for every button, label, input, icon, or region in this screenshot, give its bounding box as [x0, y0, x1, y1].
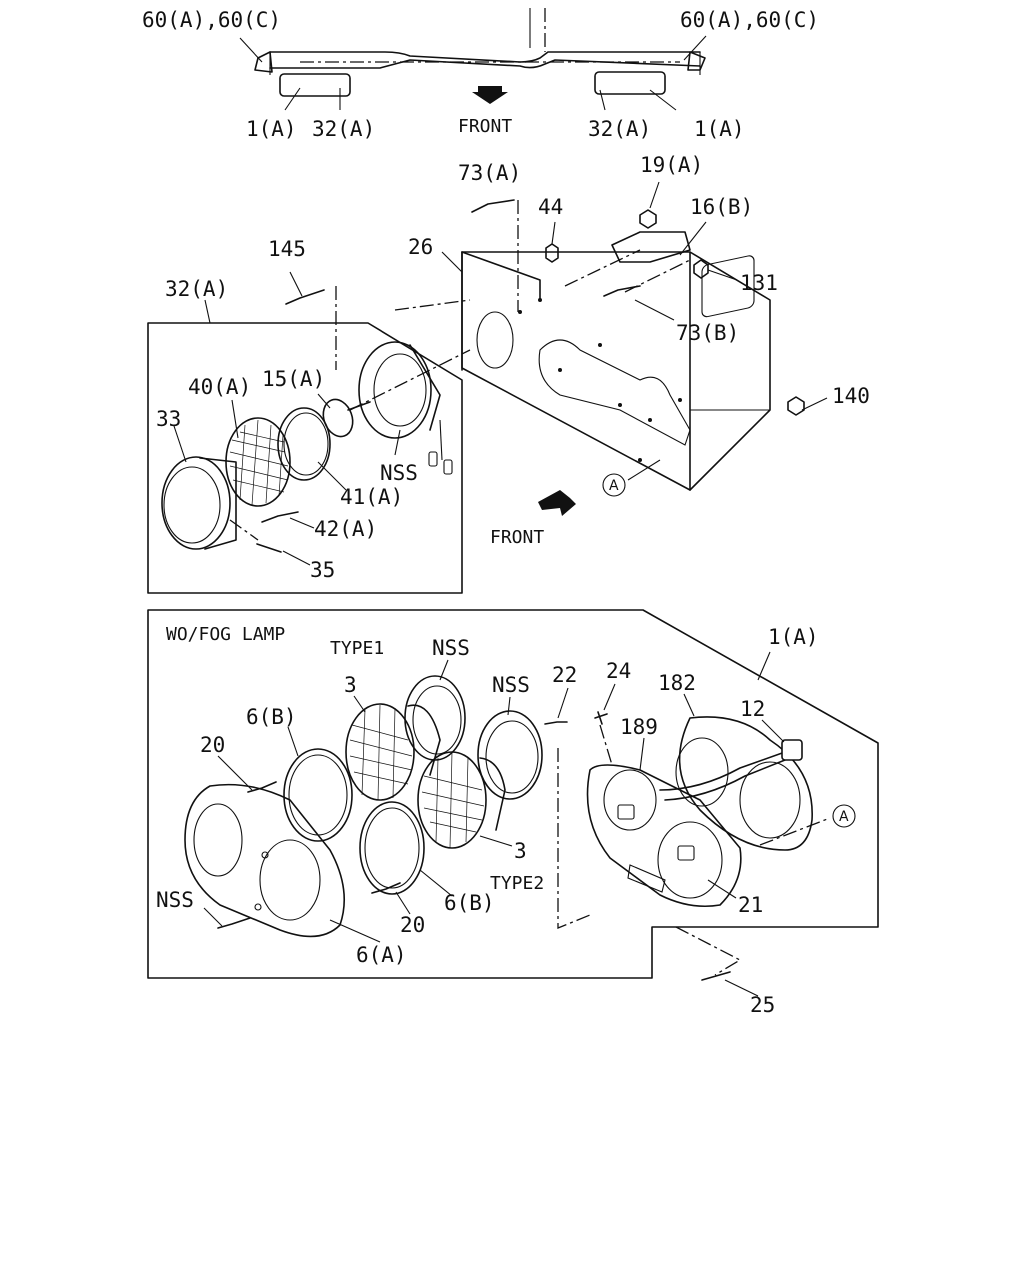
label-189: 189 — [620, 715, 658, 739]
label-type1: TYPE1 — [330, 638, 384, 659]
label-182: 182 — [658, 671, 696, 695]
label-wo-fog-lamp: WO/FOG LAMP — [166, 624, 285, 645]
label-front-top: FRONT — [458, 116, 512, 137]
label-20-mid: 20 — [400, 913, 425, 937]
front-arrow-icon — [472, 86, 508, 104]
label-22: 22 — [552, 663, 577, 687]
bulb-15a — [322, 398, 354, 438]
screw-nss — [217, 917, 251, 929]
label-nss-fog: NSS — [380, 461, 418, 485]
label-20-left: 20 — [200, 733, 225, 757]
nut-140 — [787, 396, 805, 416]
label-front-mid: FRONT — [490, 527, 544, 548]
label-131: 131 — [740, 271, 778, 295]
headlamp-type1 — [345, 675, 466, 801]
label-nss-1: NSS — [432, 636, 470, 660]
label-3-mid: 3 — [514, 839, 527, 863]
screw-22 — [544, 721, 568, 725]
label-1a-top-right: 1(A) — [694, 117, 745, 141]
label-circle-a-box: A — [839, 809, 849, 825]
label-33: 33 — [156, 407, 181, 431]
label-44: 44 — [538, 195, 563, 219]
label-nss-2: NSS — [492, 673, 530, 697]
label-6b-top: 6(B) — [246, 705, 297, 729]
label-35: 35 — [310, 558, 335, 582]
bolt-73b — [603, 285, 641, 297]
label-42a: 42(A) — [314, 517, 377, 541]
label-24: 24 — [606, 659, 631, 683]
label-16b: 16(B) — [690, 195, 753, 219]
screw-42a — [261, 511, 299, 523]
label-19a: 19(A) — [640, 153, 703, 177]
label-6b-mid: 6(B) — [444, 891, 495, 915]
label-6a: 6(A) — [356, 943, 407, 967]
label-41a: 41(A) — [340, 485, 403, 509]
screw-20-left — [247, 781, 277, 793]
label-circle-a-mid: A — [609, 478, 619, 494]
connector-12 — [781, 739, 803, 761]
label-1a-box: 1(A) — [768, 625, 819, 649]
circle-a-marker-box — [832, 804, 856, 828]
label-73a: 73(A) — [458, 161, 521, 185]
nut-131 — [693, 259, 709, 279]
label-nss-3: NSS — [156, 888, 194, 912]
label-1a-top-left: 1(A) — [246, 117, 297, 141]
label-15a: 15(A) — [262, 367, 325, 391]
headlamp-detail-box — [147, 609, 879, 997]
right-lamp-plan — [594, 71, 666, 95]
front-arrow-mid-icon — [538, 490, 576, 516]
screw-24 — [594, 711, 608, 725]
screw-20-mid — [371, 882, 401, 894]
nut-19a — [639, 209, 657, 229]
circle-a-marker-mid — [602, 473, 626, 497]
label-32a-top-left: 32(A) — [312, 117, 375, 141]
label-40a: 40(A) — [188, 375, 251, 399]
lamp-bracket-assembly — [285, 181, 828, 516]
label-clip-60-right: 60(A),60(C) — [680, 8, 819, 32]
fog-lamp-detail — [147, 271, 463, 594]
bolt-145 — [285, 289, 325, 305]
callout-labels: 60(A),60(C) 60(A),60(C) 1(A) 32(A) FRONT… — [142, 8, 870, 1017]
label-type2: TYPE2 — [490, 873, 544, 894]
top-plan-view — [239, 8, 707, 111]
nut-44 — [545, 243, 559, 263]
label-21: 21 — [738, 893, 763, 917]
screw-25 — [701, 971, 731, 981]
left-lamp-plan — [279, 73, 351, 97]
bolt-73a — [471, 199, 515, 213]
label-12: 12 — [740, 697, 765, 721]
label-32a-box: 32(A) — [165, 277, 228, 301]
label-25: 25 — [750, 993, 775, 1017]
label-140: 140 — [832, 384, 870, 408]
headlamp-type2 — [417, 710, 543, 849]
label-3-top: 3 — [344, 673, 357, 697]
label-32a-top-right: 32(A) — [588, 117, 651, 141]
label-145: 145 — [268, 237, 306, 261]
label-clip-60-left: 60(A),60(C) — [142, 8, 281, 32]
label-73b: 73(B) — [676, 321, 739, 345]
screw-35 — [256, 543, 282, 553]
label-26: 26 — [408, 235, 433, 259]
